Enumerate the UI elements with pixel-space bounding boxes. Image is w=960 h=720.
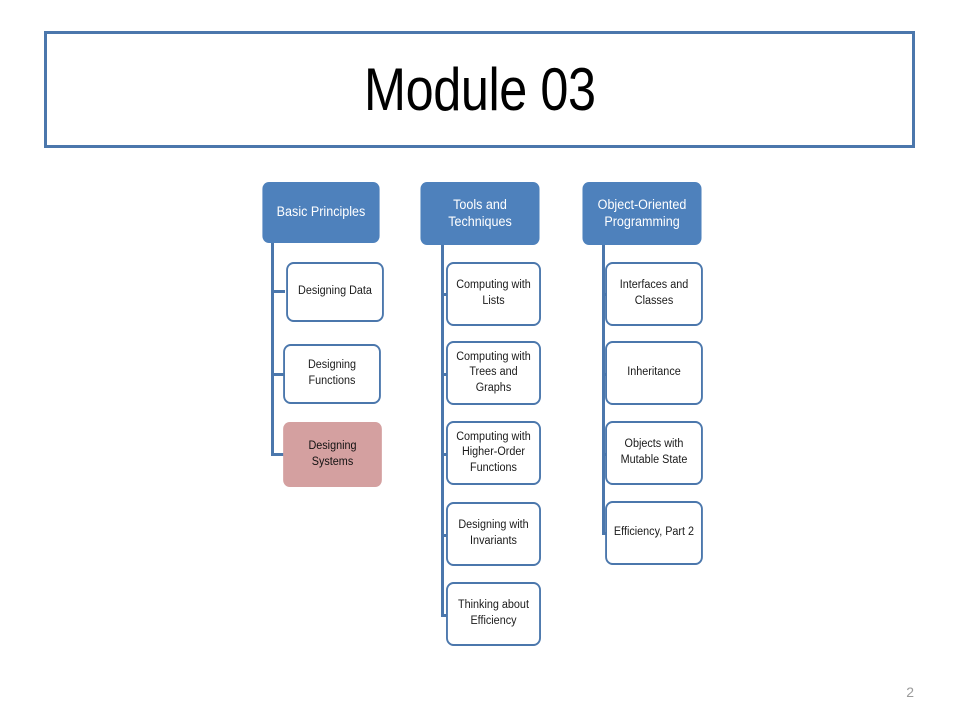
diagram-node-computing-with-lists[interactable]: Computing with Lists: [446, 262, 541, 326]
diagram-node-computing-with-trees-and-graphs[interactable]: Computing with Trees and Graphs: [446, 341, 541, 405]
diagram-node-designing-data[interactable]: Designing Data: [286, 262, 384, 322]
diagram-node-interfaces-and-classes[interactable]: Interfaces and Classes: [605, 262, 703, 326]
diagram-node-thinking-about-efficiency[interactable]: Thinking about Efficiency: [446, 582, 541, 646]
page-number: 2: [906, 684, 914, 700]
column-header-basic-principles[interactable]: Basic Principles: [262, 182, 380, 243]
diagram-node-designing-systems[interactable]: Designing Systems: [283, 422, 382, 487]
diagram-node-designing-functions[interactable]: Designing Functions: [283, 344, 381, 404]
slide-title-box: Module 03: [44, 31, 915, 148]
column-header-object-oriented-programming[interactable]: Object-Oriented Programming: [582, 182, 702, 245]
diagram-node-computing-with-higher-order-functions[interactable]: Computing with Higher-Order Functions: [446, 421, 541, 485]
diagram-node-designing-with-invariants[interactable]: Designing with Invariants: [446, 502, 541, 566]
connector-trunk-column-3: [602, 245, 605, 535]
page-title: Module 03: [363, 55, 596, 123]
connector-stub-1-2: [271, 373, 285, 376]
connector-stub-1-1: [271, 290, 285, 293]
column-header-tools-and-techniques[interactable]: Tools and Techniques: [420, 182, 540, 245]
diagram-node-efficiency-part-2[interactable]: Efficiency, Part 2: [605, 501, 703, 565]
connector-trunk-column-2: [441, 245, 444, 617]
connector-trunk-column-1: [271, 243, 274, 456]
diagram-node-objects-with-mutable-state[interactable]: Objects with Mutable State: [605, 421, 703, 485]
diagram-node-inheritance[interactable]: Inheritance: [605, 341, 703, 405]
connector-stub-1-3: [271, 453, 285, 456]
